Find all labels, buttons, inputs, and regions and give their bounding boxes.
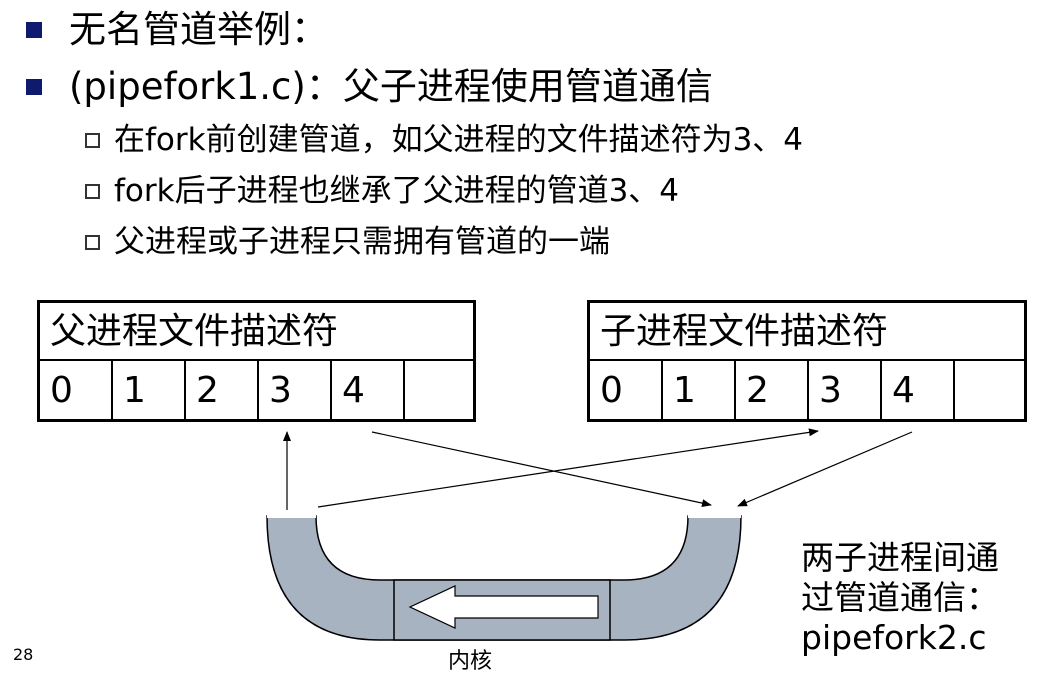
kernel-label: 内核 [448, 649, 493, 674]
bullet-title: 无名管道举例： [26, 8, 328, 52]
child-fd-cell: 2 [736, 361, 809, 420]
sub-bullet-text: fork后子进程也继承了父进程的管道3、4 [114, 173, 680, 209]
page-number: 28 [13, 645, 34, 664]
side-note-line: pipefork2.c [801, 618, 987, 657]
child-fd-cells: 0 1 2 3 4 [590, 361, 1024, 420]
pipe-end-right [688, 510, 741, 518]
bullet-text: (pipefork1.c)：父子进程使用管道通信 [69, 65, 713, 108]
child-fd-cell: 3 [809, 361, 882, 420]
pipe-end-left [267, 510, 316, 518]
sub-bullet-one-end: 父进程或子进程只需拥有管道的一端 [85, 223, 610, 261]
child-fd-cell: 4 [882, 361, 955, 420]
arrow-child-fd4-to-pipe [737, 431, 913, 507]
child-fd-title: 子进程文件描述符 [590, 303, 1024, 361]
side-note: 两子进程间通 过管道通信： pipefork2.c [801, 538, 999, 658]
parent-fd-cell: 1 [113, 361, 186, 420]
arrow-pipe-to-child-fd3 [317, 428, 819, 508]
parent-fd-cells: 0 1 2 3 4 [40, 361, 473, 420]
parent-fd-table: 父进程文件描述符 0 1 2 3 4 [37, 300, 476, 422]
bullet-pipefork1: (pipefork1.c)：父子进程使用管道通信 [26, 65, 713, 109]
parent-fd-cell [405, 361, 473, 420]
parent-fd-title: 父进程文件描述符 [40, 303, 473, 361]
bullet-text: 无名管道举例： [69, 8, 328, 51]
sub-bullet-square-icon [85, 234, 100, 250]
parent-fd-cell: 0 [40, 361, 113, 420]
child-fd-cell: 0 [590, 361, 663, 420]
parent-fd-cell: 4 [332, 361, 405, 420]
bullet-square-icon [26, 79, 42, 95]
side-note-line: 两子进程间通 [801, 538, 999, 577]
child-fd-cell: 1 [663, 361, 736, 420]
sub-bullet-text: 在fork前创建管道，如父进程的文件描述符为3、4 [114, 122, 804, 158]
flow-arrow-icon [408, 585, 599, 629]
kernel-pipe [266, 515, 742, 641]
sub-bullet-create-pipe: 在fork前创建管道，如父进程的文件描述符为3、4 [85, 121, 803, 159]
child-fd-cell [955, 361, 1024, 420]
arrow-parent-fd4-to-pipe [371, 431, 712, 508]
child-fd-table: 子进程文件描述符 0 1 2 3 4 [587, 300, 1027, 422]
sub-bullet-inherit: fork后子进程也继承了父进程的管道3、4 [85, 172, 679, 210]
sub-bullet-text: 父进程或子进程只需拥有管道的一端 [114, 224, 610, 260]
parent-fd-cell: 3 [259, 361, 332, 420]
bullet-square-icon [26, 22, 42, 38]
side-note-line: 过管道通信： [801, 578, 999, 617]
sub-bullet-square-icon [85, 183, 100, 199]
sub-bullet-square-icon [85, 132, 100, 148]
parent-fd-cell: 2 [186, 361, 259, 420]
